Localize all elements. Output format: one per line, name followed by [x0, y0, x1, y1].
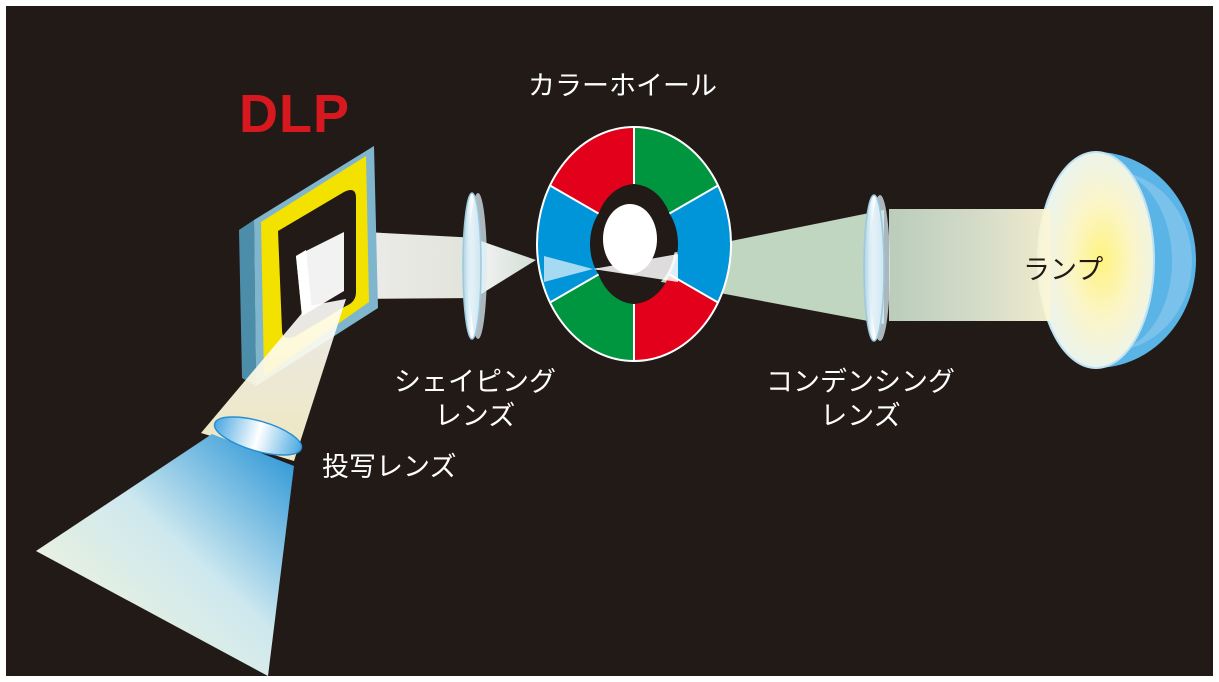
dlp-chip [239, 146, 378, 386]
wheel-center-hole [603, 204, 657, 274]
label-shaping-lens: シェイピング レンズ [394, 366, 556, 434]
wheel-segment-green [634, 127, 718, 214]
shaping-lens [462, 192, 487, 340]
label-shaping-lens-line1: シェイピング [394, 367, 556, 398]
wheel-segment-green [550, 274, 634, 361]
projection-lens [213, 416, 303, 456]
wheel-segment-red [550, 127, 634, 214]
label-lamp-text: ランプ [1023, 255, 1104, 286]
lamp-reflector-opening [1038, 152, 1154, 368]
light-beam-focus [544, 256, 593, 282]
diagram-title: DLP [239, 84, 350, 144]
label-condensing-lens-line2: レンズ [820, 401, 901, 432]
label-condensing-lens: コンデンシング レンズ [766, 366, 955, 434]
light-beam-shaped [478, 240, 536, 296]
light-beam-condensed [593, 210, 884, 324]
label-projection-lens-text: 投写レンズ [322, 452, 457, 483]
optical-path-illustration [36, 126, 1196, 676]
wheel-segment-red [634, 274, 718, 361]
lamp [1037, 151, 1196, 369]
condensing-lens [863, 194, 890, 342]
light-beam-lamp [889, 209, 1051, 321]
projection-cone [36, 434, 294, 676]
label-color-wheel-text: カラーホイール [528, 71, 717, 102]
wheel-segment-blue [669, 185, 731, 303]
label-color-wheel: カラーホイール [528, 70, 717, 104]
label-projection-lens: 投写レンズ [322, 451, 456, 485]
dlp-diagram: DLP カラーホイール シェイピング レンズ コンデンシング レンズ ランプ 投… [6, 6, 1213, 676]
label-condensing-lens-line1: コンデンシング [766, 367, 955, 398]
label-lamp: ランプ [1023, 254, 1103, 288]
color-wheel [536, 126, 732, 362]
label-shaping-lens-line2: レンズ [434, 401, 516, 432]
